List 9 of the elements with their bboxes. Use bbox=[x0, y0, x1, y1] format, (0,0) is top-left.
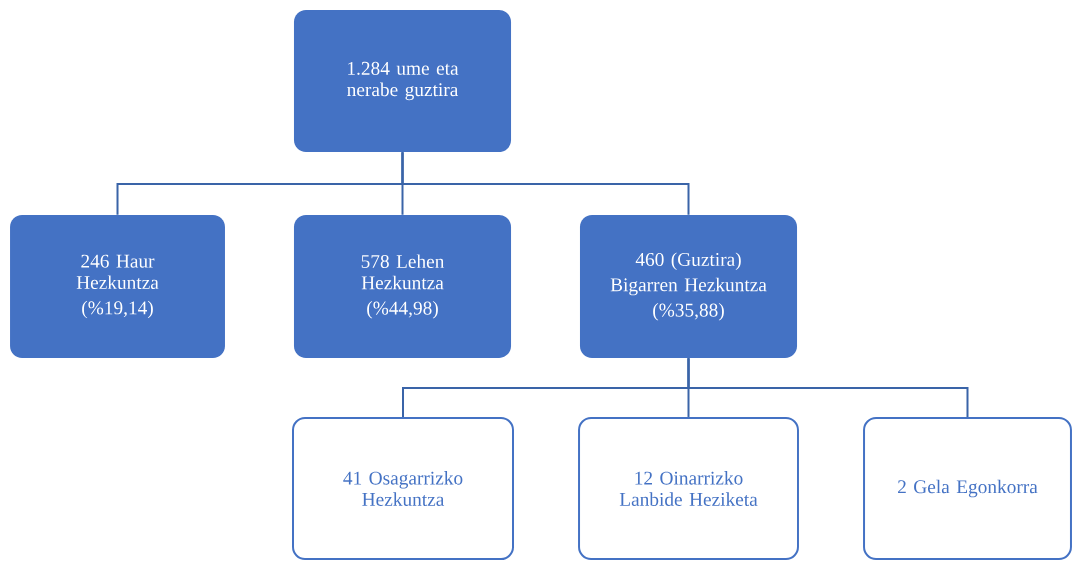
outlined-box: 12 Oinarrizko Lanbide Heziketa bbox=[578, 416, 799, 560]
connector-line bbox=[687, 357, 969, 418]
filled-box: 578 Lehen Hezkuntza (%44,98) bbox=[293, 215, 512, 358]
filled-box: 1.284 ume eta nerabe guztira bbox=[293, 10, 512, 152]
outlined-box: 2 Gela Egonkorra bbox=[863, 416, 1072, 560]
filled-box: 460 (Guztira) Bigarren Hezkuntza (%35,88) bbox=[579, 215, 798, 358]
outlined-box: 41 Osagarrizko Hezkuntza bbox=[292, 416, 514, 560]
filled-box: 246 Haur Hezkuntza (%19,14) bbox=[10, 215, 225, 358]
connector-line bbox=[401, 151, 690, 216]
